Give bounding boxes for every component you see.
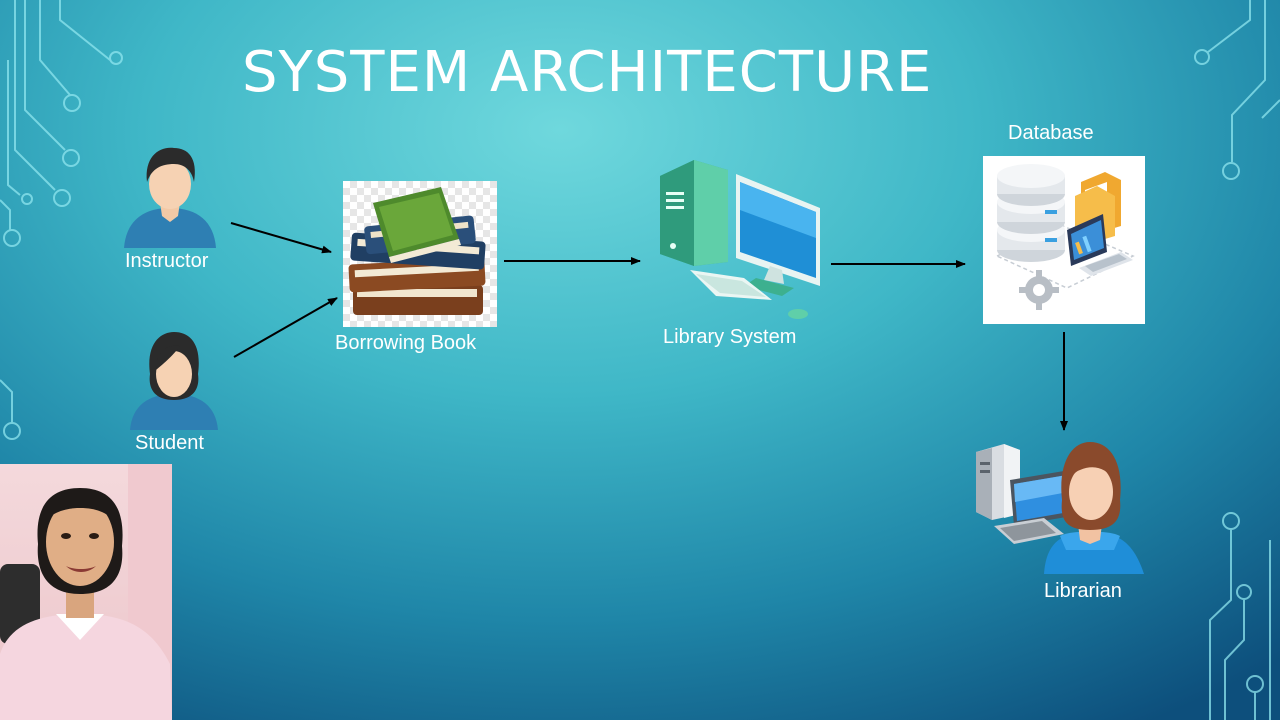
librarian-computer-icon — [976, 442, 1144, 574]
books-stack-icon — [348, 187, 486, 315]
slide-title: SYSTEM ARCHITECTURE — [242, 40, 933, 105]
librarian-label: Librarian — [1044, 580, 1122, 602]
desktop-computer-icon — [660, 160, 820, 319]
student-avatar-icon — [130, 332, 218, 430]
database-label: Database — [1008, 122, 1094, 144]
arrow-student-to-borrowing-book — [233, 297, 338, 358]
instructor-label: Instructor — [125, 250, 209, 272]
student-label: Student — [135, 432, 204, 454]
database-server-icon — [995, 164, 1135, 310]
library-system-label: Library System — [663, 326, 797, 348]
database-card — [983, 156, 1145, 324]
instructor-avatar-icon — [124, 147, 216, 248]
arrow-instructor-to-borrowing-book — [230, 222, 332, 254]
borrowing-book-card — [343, 181, 497, 327]
presenter-figure — [0, 464, 172, 720]
borrowing-book-label: Borrowing Book — [335, 332, 477, 354]
webcam-presenter-video — [0, 464, 172, 720]
